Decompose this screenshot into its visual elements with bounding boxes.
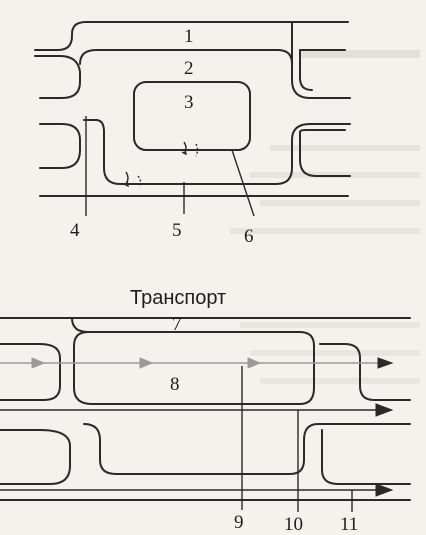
label-11: 11 xyxy=(340,514,358,535)
compartment-3-box xyxy=(133,81,251,151)
label-1: 1 xyxy=(184,26,194,47)
compartment-2-outline xyxy=(79,49,293,65)
label-6: 6 xyxy=(244,226,254,247)
top-outer-membrane-top xyxy=(34,21,349,51)
label-10: 10 xyxy=(284,514,303,535)
bottom-compartment-7-8 xyxy=(71,317,315,405)
label-5: 5 xyxy=(172,220,182,241)
bottom-lower-middle xyxy=(83,423,411,475)
label-7: 7 xyxy=(172,314,182,335)
label-3: 3 xyxy=(184,92,194,113)
background-bleedthrough xyxy=(230,50,420,384)
label-2: 2 xyxy=(184,58,194,79)
label-9: 9 xyxy=(234,512,244,533)
top-right-membrane-upper xyxy=(291,21,351,99)
top-diagram: 1 2 3 4 5 6 xyxy=(34,21,351,247)
top-outer-membrane-top-inner xyxy=(34,55,81,99)
pointer-6 xyxy=(231,149,255,217)
top-lower-left-membrane xyxy=(39,123,81,169)
bottom-lower-right-block xyxy=(321,429,411,485)
top-lower-left-inner xyxy=(83,119,351,185)
top-lower-right-membrane xyxy=(299,129,351,177)
bottom-lower-left-block xyxy=(0,429,71,485)
bottom-upper-left-block xyxy=(0,343,61,401)
top-right-membrane-upper-link xyxy=(299,49,313,91)
bottom-upper-right-block xyxy=(319,343,411,401)
label-4: 4 xyxy=(70,220,80,241)
diagram-title: Транспорт xyxy=(130,287,226,309)
diffusion-arrows xyxy=(123,141,199,188)
bottom-diagram: 7 8 9 10 11 xyxy=(0,314,411,535)
label-8: 8 xyxy=(170,374,180,395)
transport-arrows xyxy=(0,357,394,497)
